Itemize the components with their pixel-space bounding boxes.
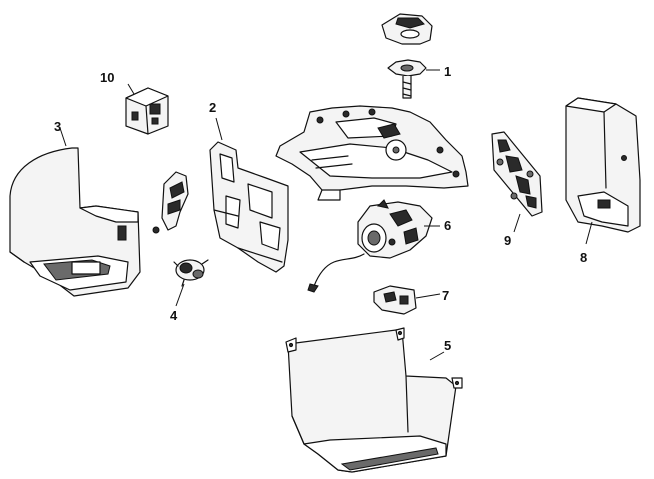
label-8: 8 xyxy=(580,250,587,265)
label-9: 9 xyxy=(504,233,511,248)
part-9-circuit-board xyxy=(491,131,543,233)
part-10-cube-component xyxy=(125,83,169,135)
part-5-bottom-cover-tray xyxy=(285,327,463,473)
label-3: 3 xyxy=(54,119,61,134)
part-1-sprocket-assembly xyxy=(381,13,440,99)
part-7-small-module xyxy=(373,285,441,315)
part-8-end-cap-housing xyxy=(565,97,641,245)
part-3-left-housing-cover xyxy=(9,127,141,297)
label-1: 1 xyxy=(444,64,451,79)
part-2-side-panel xyxy=(209,117,289,273)
part-6-motor-assembly xyxy=(307,199,440,293)
label-6: 6 xyxy=(444,218,451,233)
label-10: 10 xyxy=(100,70,114,85)
small-bracket-clip xyxy=(152,171,189,234)
label-5: 5 xyxy=(444,338,451,353)
chassis-mounting-plate xyxy=(275,105,469,201)
part-4-gear-cluster xyxy=(173,259,209,307)
label-4: 4 xyxy=(170,308,178,323)
label-2: 2 xyxy=(209,100,216,115)
label-7: 7 xyxy=(442,288,449,303)
